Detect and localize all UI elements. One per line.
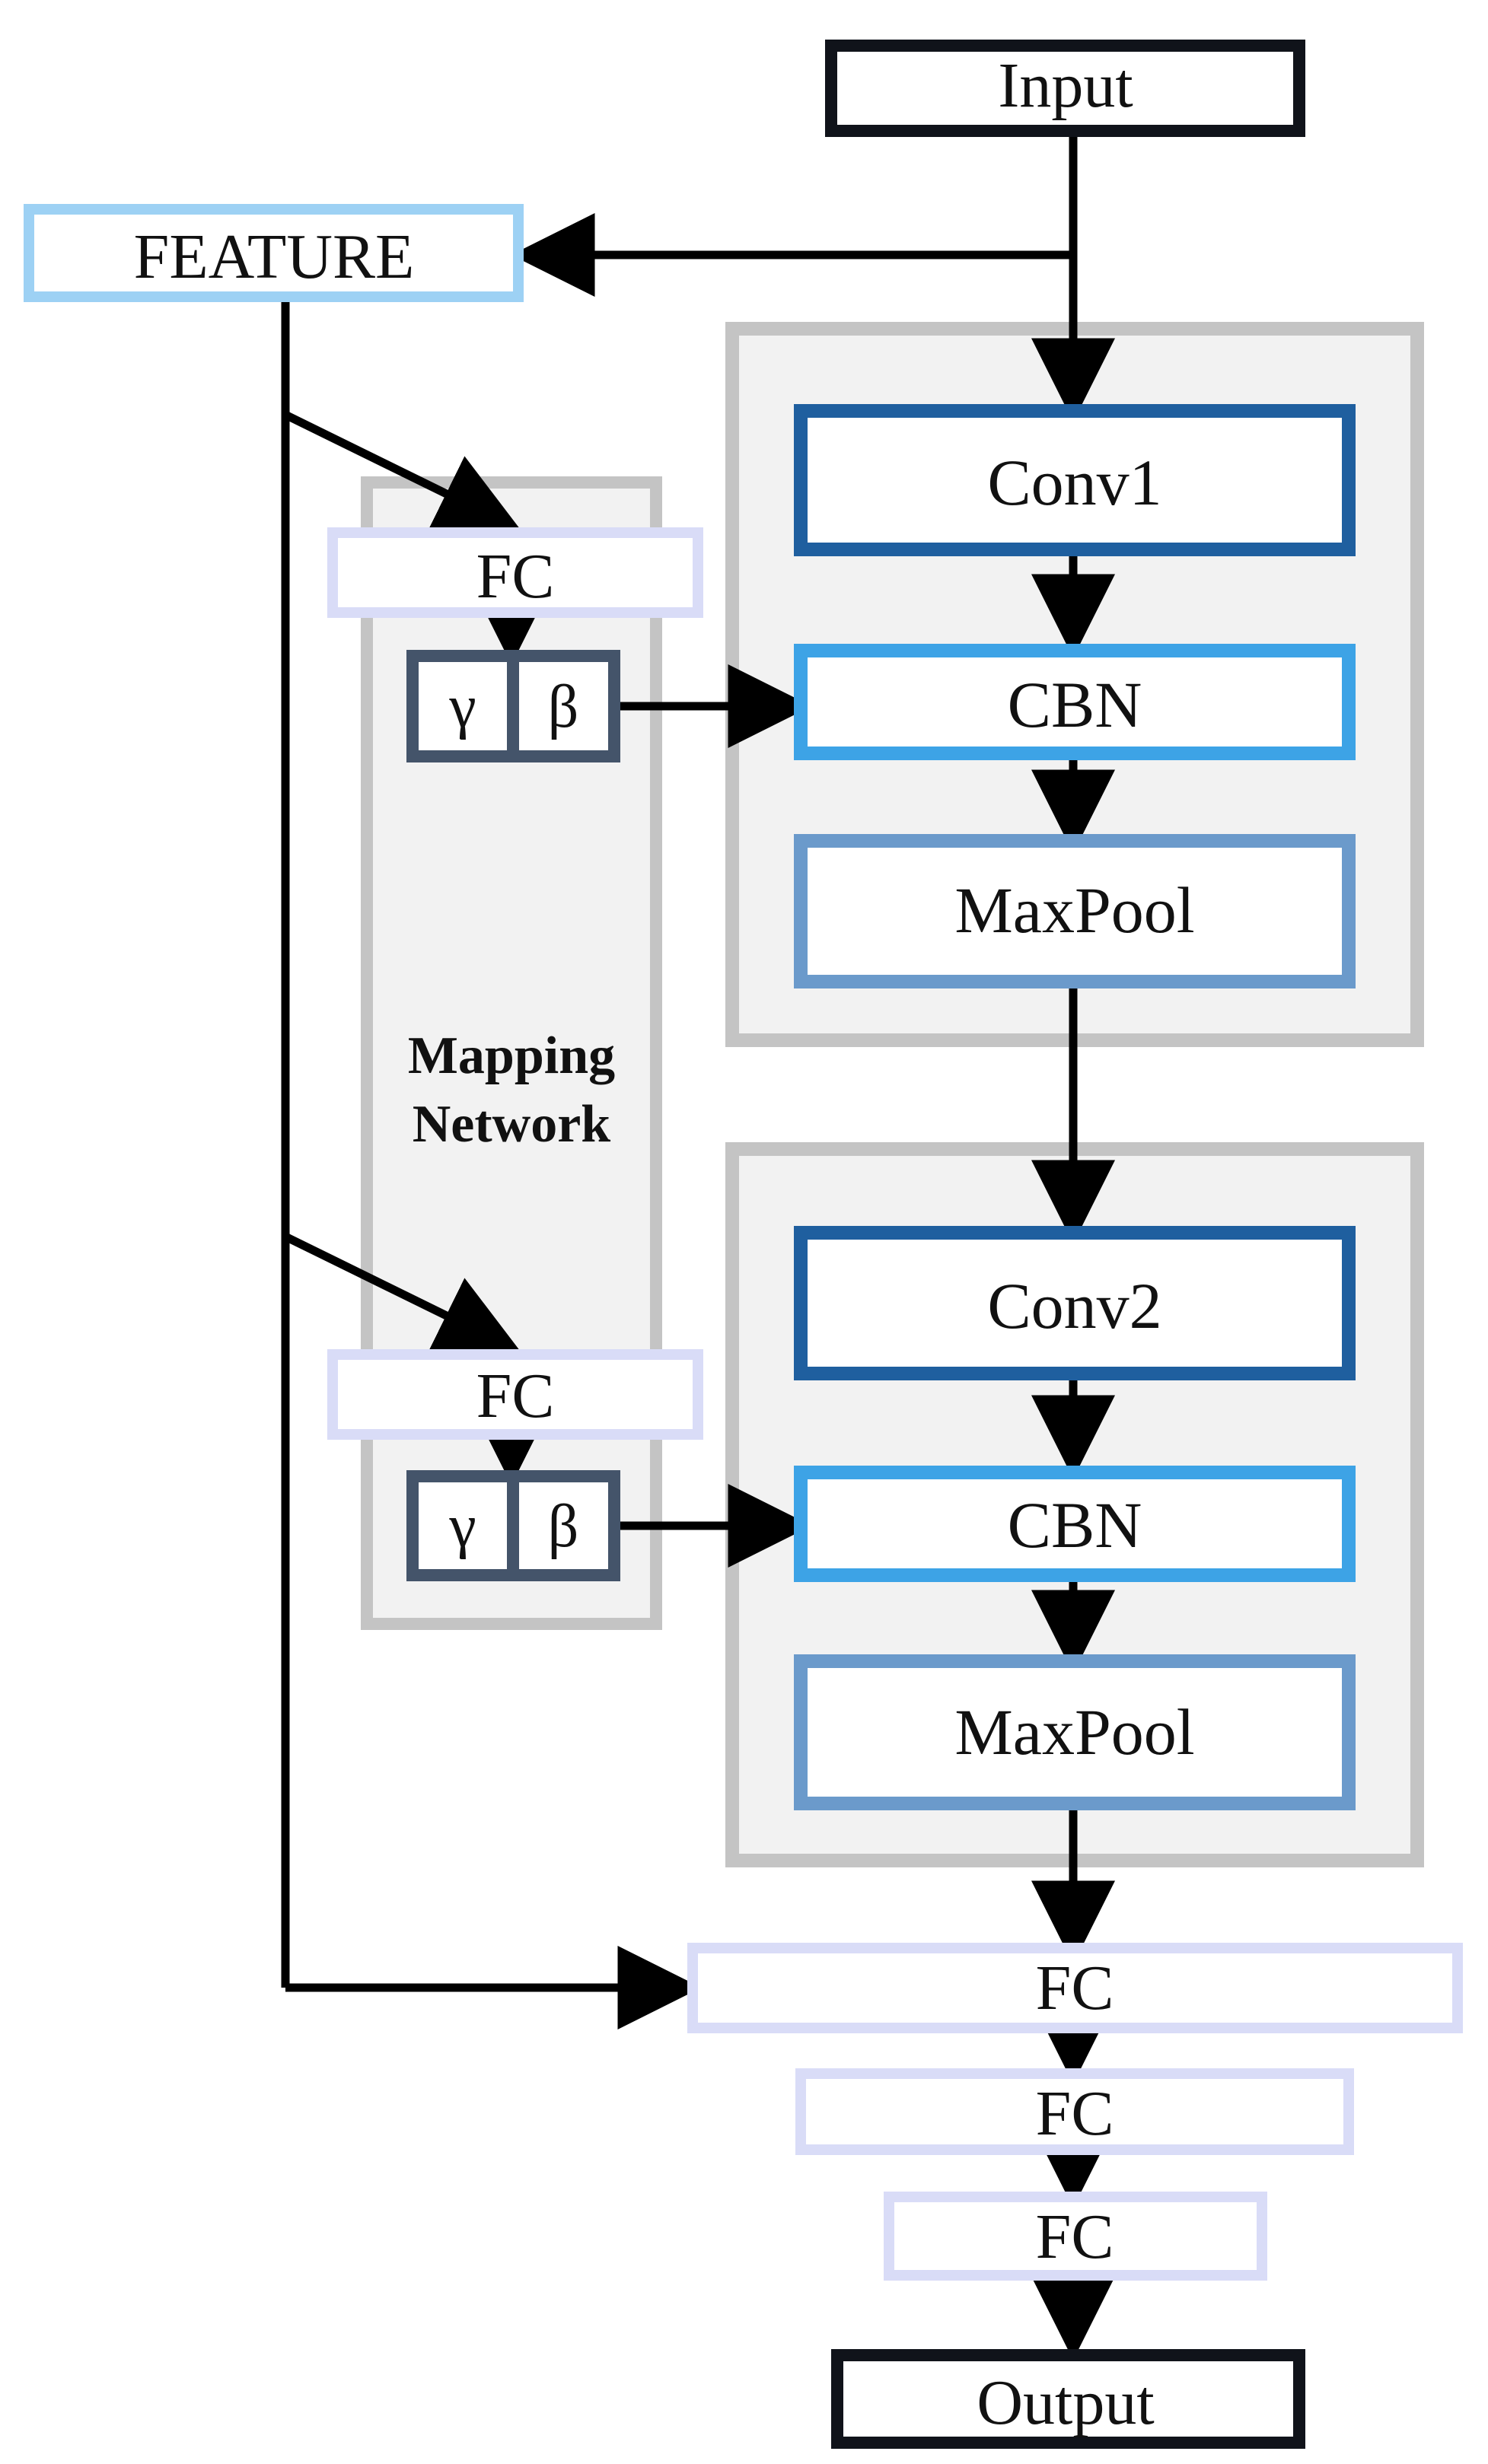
- conv2-label: Conv2: [987, 1269, 1161, 1342]
- cbn1-node: CBN: [794, 644, 1356, 760]
- mapping-network-label-line1: Mapping: [408, 1027, 615, 1085]
- head-fc3-node: FC: [884, 2192, 1267, 2281]
- head-fc1-node: FC: [687, 1943, 1463, 2033]
- input-label: Input: [998, 50, 1133, 121]
- connectors: [281, 133, 1115, 2361]
- head-fc2-node: FC: [795, 2068, 1354, 2155]
- head-fc3-label: FC: [1036, 2201, 1114, 2272]
- mapping-fc1-node: FC: [327, 527, 703, 618]
- head-fc1-label: FC: [1036, 1953, 1114, 2023]
- maxpool2-node: MaxPool: [794, 1654, 1356, 1810]
- maxpool1-label: MaxPool: [954, 874, 1194, 947]
- conv1-node: Conv1: [794, 404, 1356, 556]
- input-node: Input: [825, 40, 1305, 137]
- arrow-feature-to-fc2: [283, 1233, 521, 1354]
- gamma-1-label: γ: [448, 673, 476, 740]
- arrow-feature-to-fc1: [283, 411, 521, 532]
- beta-2-label: β: [548, 1493, 579, 1560]
- gamma-beta-2-node: γ β: [406, 1470, 620, 1581]
- gamma-2-label: γ: [448, 1493, 476, 1560]
- gamma-beta-1-node: γ β: [406, 650, 620, 762]
- output-label: Output: [977, 2367, 1154, 2438]
- beta-1-label: β: [548, 673, 579, 740]
- cbn2-node: CBN: [794, 1466, 1356, 1582]
- mapping-fc2-label: FC: [476, 1361, 555, 1431]
- maxpool2-label: MaxPool: [954, 1695, 1194, 1768]
- feature-label: FEATURE: [134, 221, 415, 292]
- head-fc2-label: FC: [1036, 2078, 1114, 2149]
- mapping-network-label-line2: Network: [413, 1095, 611, 1154]
- output-node: Output: [831, 2349, 1305, 2449]
- mapping-fc1-label: FC: [476, 541, 555, 612]
- conv2-node: Conv2: [794, 1226, 1356, 1380]
- mapping-fc2-node: FC: [327, 1349, 703, 1440]
- cbn2-label: CBN: [1008, 1488, 1142, 1561]
- feature-node: FEATURE: [24, 204, 524, 302]
- maxpool1-node: MaxPool: [794, 834, 1356, 988]
- conv1-label: Conv1: [987, 446, 1161, 519]
- cbn1-label: CBN: [1008, 668, 1142, 741]
